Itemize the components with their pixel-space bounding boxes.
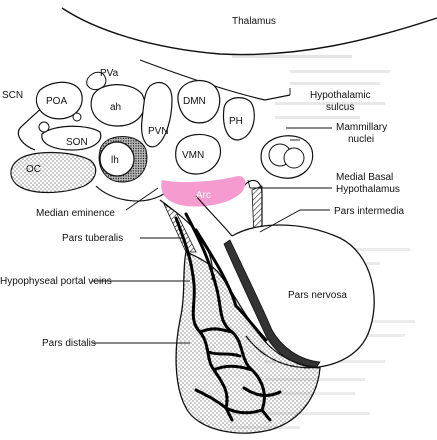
optic-chiasm xyxy=(10,151,97,194)
label-hypophyseal-portal-veins: Hypophyseal portal veins xyxy=(0,276,112,287)
label-ph: PH xyxy=(229,116,243,127)
label-pvn: PVN xyxy=(148,126,169,137)
label-medial-basal-2: Hypothalamus xyxy=(336,184,400,195)
label-dmn: DMN xyxy=(183,96,206,107)
lh-nucleus xyxy=(99,141,135,177)
label-pars-tuberalis: Pars tuberalis xyxy=(62,233,123,244)
label-poa: POA xyxy=(46,96,67,107)
arc-nucleus xyxy=(161,176,246,207)
small-nucleus-circle xyxy=(38,121,50,133)
label-median-eminence: Median eminence xyxy=(36,208,115,219)
label-medial-basal-1: Medial Basal xyxy=(336,172,393,183)
label-oc: OC xyxy=(26,164,41,175)
thalamus-boundary xyxy=(61,7,437,56)
label-vmn: VMN xyxy=(182,150,204,161)
pvn-nucleus xyxy=(141,81,173,148)
label-mammillary-2: nuclei xyxy=(348,134,374,145)
dmn-nucleus xyxy=(177,79,221,124)
ph-nucleus xyxy=(222,97,255,141)
label-pars-nervosa: Pars nervosa xyxy=(288,290,347,301)
label-pars-distalis: Pars distalis xyxy=(42,338,96,349)
stalk-right-wall xyxy=(195,195,233,237)
label-scn: SCN xyxy=(2,90,23,101)
mammillary-nuclei xyxy=(260,135,314,179)
label-pars-intermedia: Pars intermedia xyxy=(334,206,404,217)
label-pva: PVa xyxy=(100,68,119,79)
label-hypothalamic-sulcus-1: Hypothalamic xyxy=(310,90,371,101)
label-thalamus: Thalamus xyxy=(232,16,276,27)
label-son: SON xyxy=(66,137,88,148)
label-ah: ah xyxy=(110,102,121,113)
hypophyseal-portal-veins xyxy=(174,212,282,422)
small-nucleus-circle xyxy=(72,112,82,122)
son-nucleus xyxy=(41,125,102,151)
label-arc: Arc xyxy=(196,190,211,201)
label-hypothalamic-sulcus-2: sulcus xyxy=(326,102,354,113)
label-mammillary-1: Mammillary xyxy=(336,122,387,133)
leader-lines xyxy=(92,88,332,344)
vmn-nucleus xyxy=(175,133,222,175)
label-lh: lh xyxy=(111,155,119,166)
